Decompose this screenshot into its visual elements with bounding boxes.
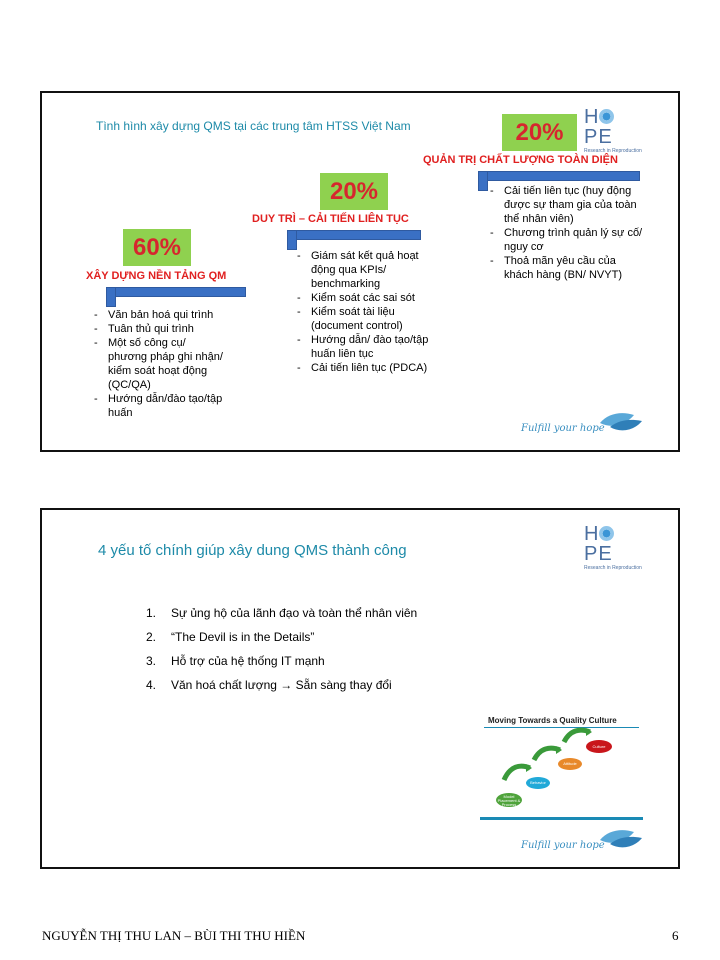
- list-item: 3.Hỗ trợ của hệ thống IT mạnh: [146, 654, 325, 668]
- list-item: Tuân thủ qui trình: [91, 322, 226, 336]
- logo-letters-pe: PE: [584, 543, 613, 565]
- logo-letter-h: H: [584, 106, 600, 128]
- oval-culture: Culture: [586, 740, 612, 753]
- quality-culture-image: Moving Towards a Quality Culture Culture…: [480, 708, 643, 820]
- stage1-label: XÂY DỰNG NỀN TẢNG QM: [86, 270, 227, 282]
- stage3-step: [478, 171, 640, 191]
- list-item: Cải tiến liên tục (huy động được sự tham…: [487, 184, 647, 226]
- list-item: 4.Văn hoá chất lượng → Sẵn sàng thay đổi: [146, 678, 392, 692]
- list-item: Hướng dẫn/ đào tạo/tập huấn liên tục: [294, 333, 429, 361]
- list-item: Kiểm soát tài liệu (document control): [294, 305, 429, 333]
- oval-model: Model Placement & Process: [496, 793, 522, 807]
- hope-logo: HPE Research in Reproduction: [584, 523, 642, 571]
- slide-title: Tình hình xây dựng QMS tại các trung tâm…: [96, 119, 411, 133]
- list-item: Văn bản hoá qui trình: [91, 308, 226, 322]
- logo-subtitle: Research in Reproduction: [584, 148, 642, 154]
- slide-title: 4 yếu tố chính giúp xây dung QMS thành c…: [98, 542, 407, 559]
- stage3-list: Cải tiến liên tục (huy động được sự tham…: [487, 184, 647, 282]
- list-item: Kiểm soát các sai sót: [294, 291, 429, 305]
- stage1-step: [106, 287, 246, 307]
- stage1-percent: 60%: [123, 229, 191, 266]
- factors-list: 1.Sự ủng hộ của lãnh đạo và toàn thể nhâ…: [146, 606, 417, 702]
- stage1-list: Văn bản hoá qui trình Tuân thủ qui trình…: [91, 308, 226, 420]
- tagline: Fulfill your hope: [521, 423, 605, 434]
- stage3-percent: 20%: [502, 114, 577, 151]
- logo-letter-h: H: [584, 523, 600, 545]
- stage3-label: QUẢN TRỊ CHẤT LƯỢNG TOÀN DIỆN: [423, 154, 618, 166]
- stage2-percent: 20%: [320, 173, 388, 210]
- stage2-list: Giám sát kết quả hoạt động qua KPIs/ ben…: [294, 249, 429, 375]
- list-item: Chương trình quản lý sự cố/ nguy cơ: [487, 226, 647, 254]
- stage2-label: DUY TRÌ – CẢI TIẾN LIÊN TỤC: [252, 213, 409, 225]
- leaf-logo-icon: [600, 830, 642, 848]
- oval-behavior: Behavior: [526, 777, 550, 789]
- list-item: Thoả mãn yêu cầu của khách hàng (BN/ NVY…: [487, 254, 647, 282]
- list-item: Hướng dẫn/đào tạo/tập huấn: [91, 392, 226, 420]
- page-number: 6: [672, 928, 679, 943]
- tagline: Fulfill your hope: [521, 840, 605, 851]
- footer-authors: NGUYỄN THỊ THU LAN – BÙI THI THU HIỀN: [42, 928, 306, 943]
- list-item: 2.“The Devil is in the Details”: [146, 630, 315, 644]
- list-item: Giám sát kết quả hoạt động qua KPIs/ ben…: [294, 249, 429, 291]
- logo-subtitle: Research in Reproduction: [584, 565, 642, 571]
- oval-attitude: Attitude: [558, 758, 582, 770]
- list-item: Một số công cụ/ phương pháp ghi nhận/ ki…: [91, 336, 226, 392]
- hope-logo: HPE Research in Reproduction: [584, 106, 642, 154]
- logo-letters-pe: PE: [584, 126, 613, 148]
- slide-success-factors: HPE Research in Reproduction 4 yếu tố ch…: [40, 508, 680, 869]
- image-title: Moving Towards a Quality Culture: [488, 716, 617, 725]
- leaf-logo-icon: [600, 413, 642, 431]
- stage2-step: [287, 230, 421, 250]
- logo-eye-icon: [599, 526, 615, 541]
- list-item: Cải tiến liên tục (PDCA): [294, 361, 429, 375]
- logo-eye-icon: [599, 109, 615, 124]
- slide-qms-status: HPE Research in Reproduction Tình hình x…: [40, 91, 680, 452]
- list-item: 1.Sự ủng hộ của lãnh đạo và toàn thể nhâ…: [146, 606, 418, 620]
